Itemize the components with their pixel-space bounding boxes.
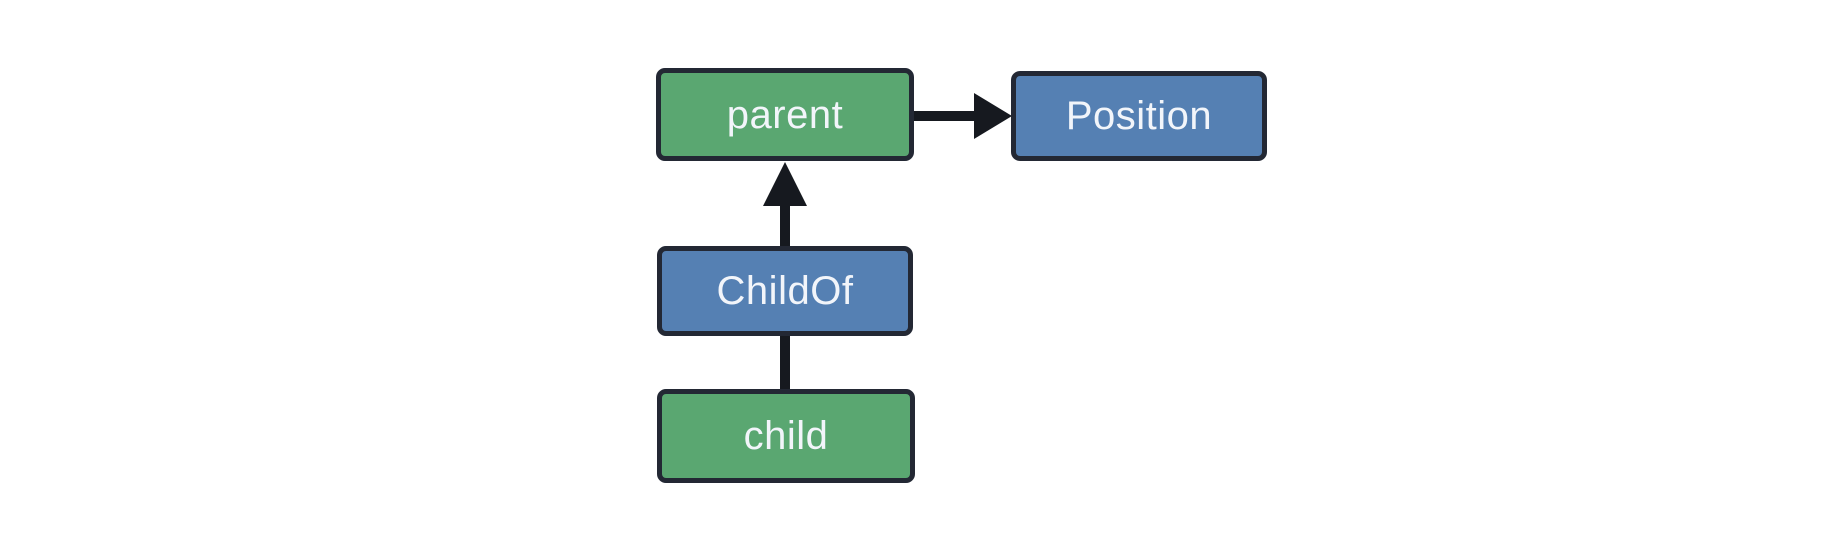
node-position-label: Position (1065, 94, 1213, 138)
node-parent-label: parent (726, 92, 844, 137)
node-parent[interactable]: parent (656, 68, 914, 161)
arrowhead-up-icon (763, 162, 807, 206)
node-child-label: child (743, 414, 829, 458)
node-position[interactable]: Position (1011, 71, 1267, 161)
node-child[interactable]: child (657, 389, 915, 483)
edge-child-to-childof-line (780, 334, 790, 391)
edge-parent-to-position-shaft (912, 111, 978, 121)
edge-parent-to-position (912, 93, 1012, 139)
node-childof[interactable]: ChildOf (657, 246, 913, 336)
node-childof-label: ChildOf (716, 269, 854, 313)
edge-childof-to-parent-shaft (780, 202, 790, 248)
arrowhead-right-icon (974, 93, 1012, 139)
edge-child-to-childof (780, 334, 790, 391)
edge-childof-to-parent (763, 162, 807, 248)
